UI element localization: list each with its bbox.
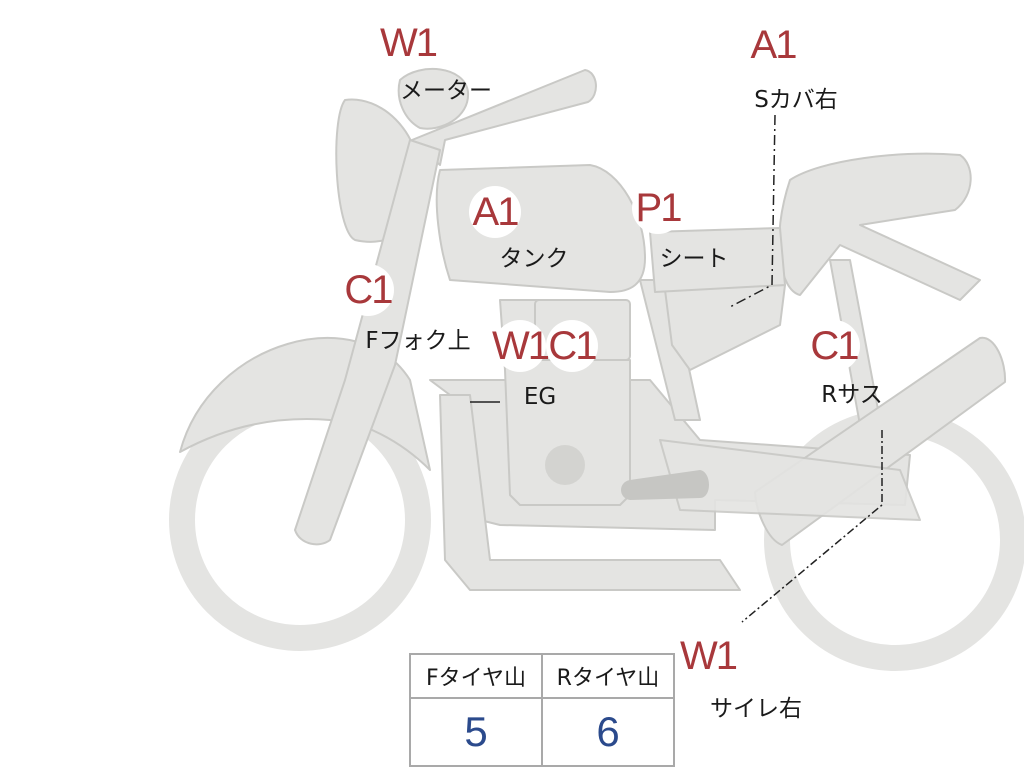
damage-marker-front-fork: C1	[342, 264, 394, 316]
part-label-tank: タンク	[499, 246, 569, 272]
meter	[397, 67, 470, 130]
marker-code: W1	[492, 324, 550, 368]
part-label-side-cover: Sカバ右	[754, 87, 838, 113]
part-label-front-fork: Fフォク上	[365, 328, 471, 354]
damage-marker-rear-suspension: C1	[808, 320, 860, 372]
rear-tread-header: Rタイヤ山	[541, 653, 675, 699]
seat	[649, 227, 786, 293]
marker-code: A1	[750, 23, 798, 67]
engine-cover	[545, 445, 585, 485]
damage-marker-engine-c1: C1	[546, 320, 598, 372]
fuel-tank	[435, 164, 646, 293]
marker-code: C1	[344, 268, 393, 312]
marker-code: P1	[635, 186, 683, 230]
damage-marker-meter: W1	[380, 17, 438, 69]
side-cover	[664, 284, 786, 371]
damage-marker-muffler: W1	[680, 630, 738, 682]
front-tread-header: Fタイヤ山	[409, 653, 543, 699]
marker-code: A1	[472, 190, 520, 234]
front-fork	[294, 139, 441, 546]
handlebar	[411, 69, 597, 166]
front-tread-value: 5	[409, 697, 543, 767]
part-label-seat: シート	[659, 246, 729, 272]
part-label-engine: EG	[523, 384, 557, 410]
damage-marker-side-cover: A1	[747, 19, 799, 71]
marker-code: W1	[680, 634, 738, 678]
part-label-meter: メーター	[400, 78, 492, 104]
exhaust-pipe	[439, 394, 741, 591]
damage-marker-tank: A1	[469, 186, 521, 238]
tread-value-row: 5 6	[409, 697, 675, 767]
damage-marker-seat: P1	[632, 182, 684, 234]
damage-marker-engine-w1: W1	[492, 320, 550, 372]
leader-line-side-cover	[727, 114, 776, 309]
marker-code: W1	[380, 21, 438, 65]
marker-code: C1	[548, 324, 597, 368]
seat-rear	[778, 152, 981, 301]
marker-code: C1	[810, 324, 859, 368]
part-label-muffler: サイレ右	[710, 696, 802, 722]
footpeg	[621, 470, 709, 500]
rear-tread-value: 6	[541, 697, 675, 767]
tread-header-row: Fタイヤ山 Rタイヤ山	[409, 653, 675, 699]
tire-tread-table: Fタイヤ山 Rタイヤ山 5 6	[409, 653, 675, 767]
leader-line-muffler	[741, 430, 883, 623]
part-label-rear-suspension: Rサス	[821, 382, 883, 408]
